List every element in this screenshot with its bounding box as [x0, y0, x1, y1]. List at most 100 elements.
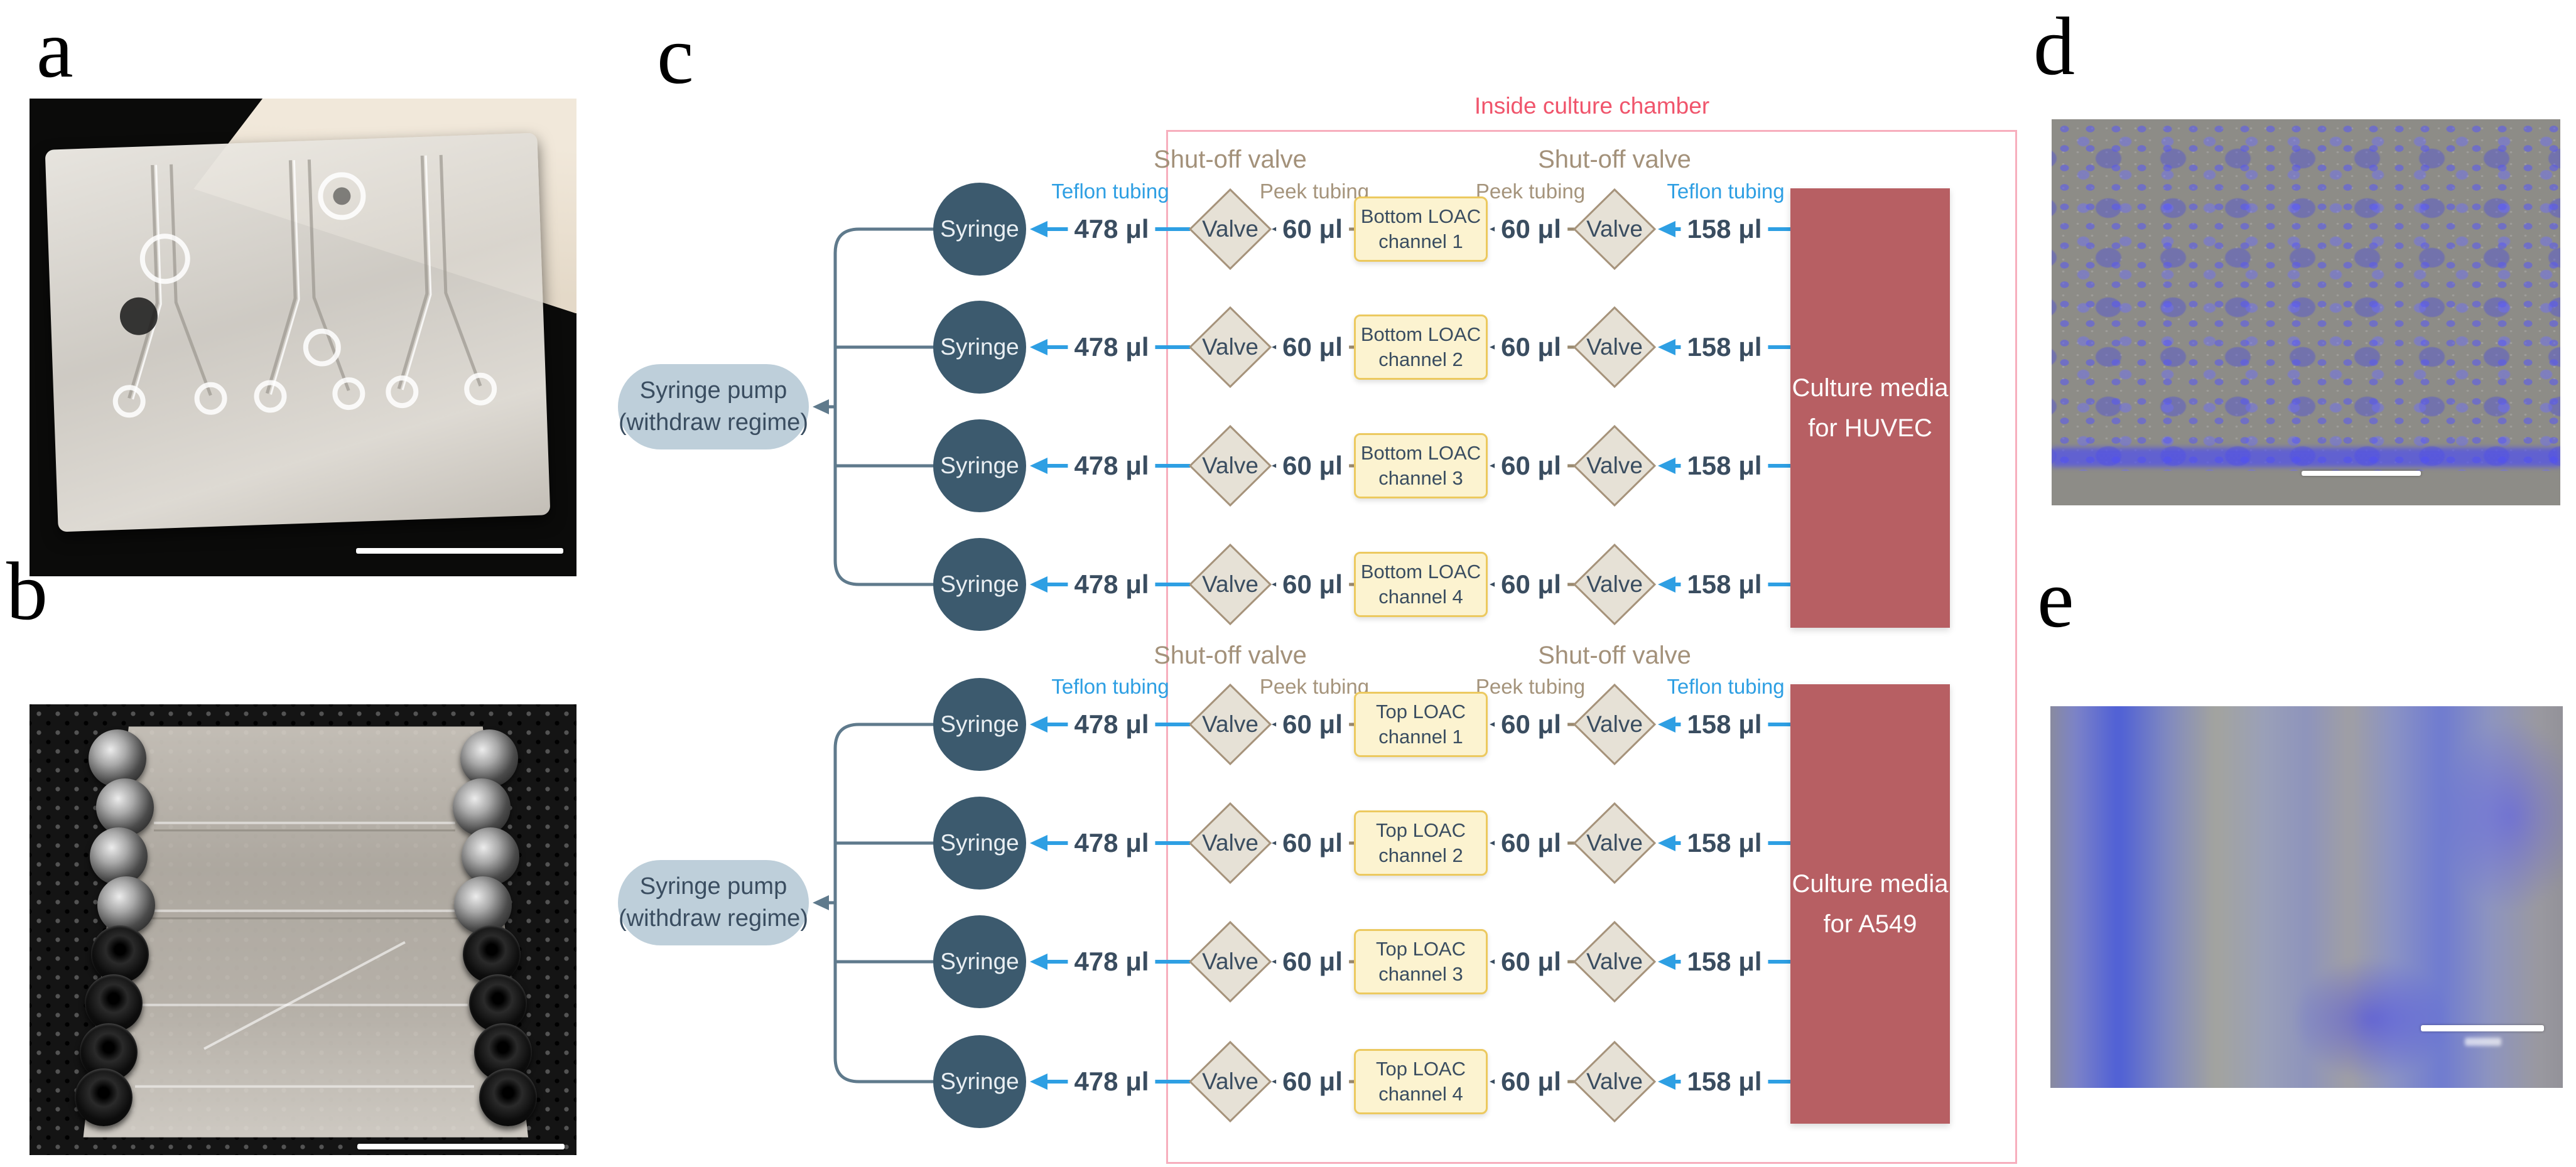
scalebar-panel-d [2302, 471, 2421, 476]
teflon-tubing-label: Teflon tubing [1051, 180, 1169, 203]
volume-478: 478 μl [1068, 449, 1155, 482]
volume-158: 158 μl [1680, 213, 1768, 245]
volume-60: 60 μl [1276, 213, 1349, 245]
volume-478: 478 μl [1068, 568, 1155, 601]
panel-letter-c: c [657, 9, 694, 101]
valve-label: Valve [1586, 334, 1643, 360]
photo-device-b [30, 704, 576, 1155]
channel-line1: Top LOAC [1375, 1057, 1466, 1080]
volume-60: 60 μl [1495, 449, 1567, 482]
micrograph-d-blue-band [2052, 447, 2560, 467]
loac-channel-box: Top LOAC channel 2 [1354, 810, 1488, 876]
volume-158: 158 μl [1680, 827, 1768, 859]
volume-158: 158 μl [1680, 331, 1768, 363]
device-channel-art [135, 821, 475, 1088]
fitting-plug [85, 974, 143, 1032]
volume-478: 478 μl [1068, 1065, 1155, 1098]
media-line2: for HUVEC [1808, 414, 1932, 442]
channel-line2: channel 4 [1378, 1083, 1463, 1105]
pump-label-line1: Syringe pump [639, 873, 787, 900]
volume-60: 60 μl [1276, 945, 1349, 978]
volume-60: 60 μl [1276, 827, 1349, 859]
volume-158: 158 μl [1680, 708, 1768, 741]
peek-tubing-label: Peek tubing [1259, 675, 1370, 698]
device-body [83, 726, 529, 1137]
channel-line2: channel 1 [1378, 726, 1463, 748]
syringe-node: Syringe [933, 797, 1026, 890]
valve-label: Valve [1202, 830, 1258, 856]
channel-line2: channel 4 [1378, 586, 1463, 608]
valve-label: Valve [1586, 711, 1643, 737]
fitting-plug [469, 974, 527, 1032]
fitting-plug [463, 925, 521, 983]
fitting-screw [97, 876, 155, 934]
valve-label: Valve [1586, 949, 1643, 974]
valve-label: Valve [1586, 216, 1643, 242]
photo-micrograph-d [2052, 119, 2560, 505]
valve-label: Valve [1586, 453, 1643, 478]
photo-micrograph-e [2050, 706, 2563, 1088]
teflon-tubing-label: Teflon tubing [1051, 675, 1169, 698]
loac-channel-box: Bottom LOAC channel 1 [1354, 196, 1488, 262]
media-line1: Culture media [1792, 870, 1949, 898]
culture-chamber-label: Inside culture chamber [1474, 93, 1710, 119]
micrograph-d-cell-texture [2052, 119, 2560, 471]
volume-60: 60 μl [1276, 568, 1349, 601]
peek-tubing-label: Peek tubing [1475, 675, 1586, 698]
volume-158: 158 μl [1680, 1065, 1768, 1098]
channel-line2: channel 2 [1378, 348, 1463, 370]
syringe-node: Syringe [933, 419, 1026, 512]
fitting-plug [479, 1068, 537, 1126]
volume-60: 60 μl [1276, 331, 1349, 363]
syringe-node: Syringe [933, 1035, 1026, 1128]
shutoff-valve-label: Shut-off valve [1538, 642, 1691, 669]
media-line1: Culture media [1792, 374, 1949, 402]
volume-60: 60 μl [1276, 1065, 1349, 1098]
fitting-screw [453, 778, 511, 836]
shutoff-valve-label: Shut-off valve [1538, 146, 1691, 173]
syringe-node: Syringe [933, 183, 1026, 276]
loac-channel-box: Top LOAC channel 3 [1354, 929, 1488, 994]
channel-line1: Bottom LOAC [1360, 205, 1481, 227]
syringe-node: Syringe [933, 301, 1026, 394]
shutoff-valve-label: Shut-off valve [1154, 642, 1307, 669]
volume-60: 60 μl [1495, 827, 1567, 859]
channel-line1: Bottom LOAC [1360, 323, 1481, 345]
channel-line2: channel 2 [1378, 844, 1463, 866]
fitting-screw [89, 729, 146, 787]
syringe-node: Syringe [933, 915, 1026, 1008]
valve-label: Valve [1586, 571, 1643, 597]
channel-line2: channel 3 [1378, 467, 1463, 489]
valve-label: Valve [1586, 1068, 1643, 1094]
chip-body [45, 132, 551, 532]
volume-478: 478 μl [1068, 708, 1155, 741]
peek-tubing-label: Peek tubing [1259, 180, 1370, 203]
volume-158: 158 μl [1680, 449, 1768, 482]
volume-60: 60 μl [1495, 331, 1567, 363]
channel-line1: Top LOAC [1375, 700, 1466, 723]
syringe-pump-top: Syringe pump (withdraw regime) [618, 364, 809, 449]
volume-60: 60 μl [1495, 1065, 1567, 1098]
volume-60: 60 μl [1495, 708, 1567, 741]
culture-media-huvec: Culture media for HUVEC [1790, 188, 1950, 628]
chip-port-hole [119, 298, 158, 336]
volume-60: 60 μl [1276, 708, 1349, 741]
loac-channel-box: Top LOAC channel 4 [1354, 1049, 1488, 1114]
teflon-tubing-label: Teflon tubing [1667, 675, 1785, 698]
valve-label: Valve [1586, 830, 1643, 856]
pump-label-line2: (withdraw regime) [619, 905, 808, 932]
pump-bracket-top [813, 227, 936, 586]
volume-478: 478 μl [1068, 827, 1155, 859]
volume-478: 478 μl [1068, 331, 1155, 363]
pump-label-line1: Syringe pump [639, 377, 787, 404]
fitting-plug [75, 1068, 133, 1126]
fitting-plug [91, 925, 149, 983]
scalebar-panel-e [2421, 1025, 2544, 1031]
syringe-pump-bottom: Syringe pump (withdraw regime) [618, 860, 809, 945]
volume-60: 60 μl [1495, 945, 1567, 978]
scalebar-label-illegible [2465, 1038, 2501, 1046]
teflon-tubing-label: Teflon tubing [1667, 180, 1785, 203]
panel-letter-e: e [2037, 552, 2074, 645]
channel-line1: Top LOAC [1375, 937, 1466, 960]
